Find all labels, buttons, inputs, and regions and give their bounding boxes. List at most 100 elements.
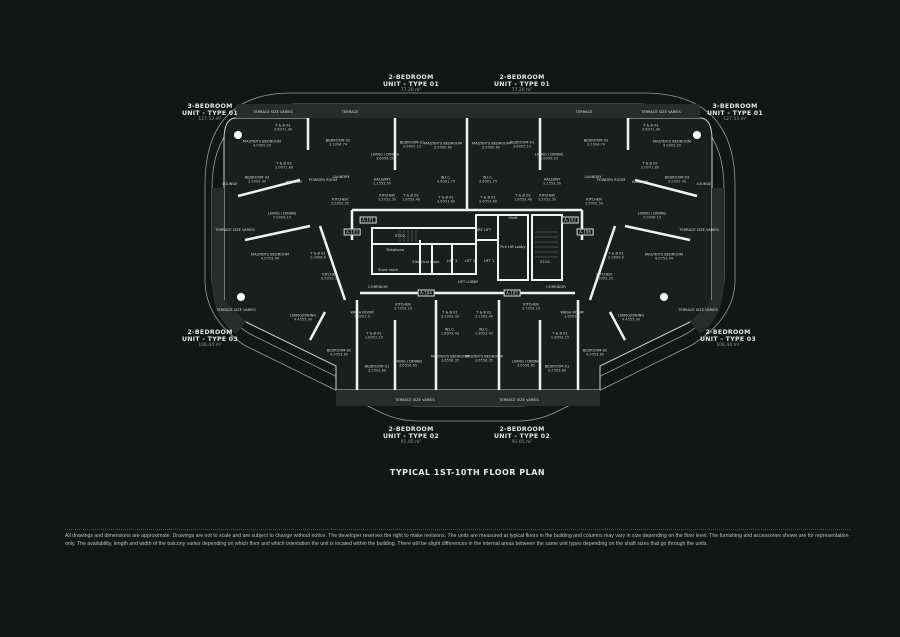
room-label: TERRACE SIZE VARIES	[395, 398, 435, 402]
room-label: TERRACE	[576, 110, 593, 114]
unit-type: 2-BEDROOM	[388, 426, 434, 433]
room-label: TERRACE SIZE VARIES	[216, 308, 256, 312]
room-name: HALLWAY	[631, 179, 649, 184]
room-name: TERRACE SIZE VARIES	[678, 307, 718, 312]
unit-type: 3-BEDROOM	[712, 103, 758, 110]
room-name: MASTER'S BEDROOM	[243, 139, 281, 144]
core-lift-lobby: LIFT LOBBY	[457, 279, 479, 284]
room-area: 3.5002.50	[584, 202, 604, 206]
room-area: 3.1094.74	[328, 143, 348, 147]
room-name: MASTER'S BEDROOM	[431, 354, 469, 359]
room-area: 1.1553.50	[372, 182, 392, 186]
room-name: T & B 01	[438, 195, 454, 200]
room-area: 3.2503.80	[367, 369, 387, 373]
room-name: WASH ROOM	[350, 310, 374, 315]
room-name: BEDROOM 02	[583, 138, 609, 143]
terrace-bands	[212, 104, 724, 406]
room-name: T & B 01	[608, 251, 624, 256]
core-electrical-room: Electrical room	[412, 259, 440, 264]
room-name: T & B 02	[515, 193, 531, 198]
room-name: LIVING / DINING	[393, 359, 423, 364]
unit-subtype: UNIT - TYPE 03	[181, 336, 239, 344]
room-area: 3.6071.90	[273, 128, 293, 132]
core-lift-2: LIFT 2	[464, 258, 476, 263]
room-name: BEDROOM 01	[364, 364, 390, 369]
room-label: LAUNDRY	[584, 175, 601, 179]
room-area: 3.6005.15	[512, 145, 532, 149]
room-label: HALLWAY	[286, 180, 303, 184]
core-fire-lift-lobby: Fire Lift Lobby	[500, 244, 526, 249]
room-area: 1.8053.43	[440, 332, 460, 336]
unit-area: 91.05 m²	[511, 440, 533, 446]
room-label: TERRACE SIZE VARIES	[679, 228, 719, 232]
room-name: TERRACE SIZE VARIES	[499, 397, 539, 402]
room-name: W.I.C.	[478, 327, 490, 332]
room-name: POWDER ROOM	[596, 177, 626, 182]
room-name: T & B 02	[403, 193, 419, 198]
room-label: CORRIDOR	[546, 285, 566, 289]
unit-tag: A-105	[503, 289, 521, 297]
room-name: TERRACE SIZE VARIES	[253, 109, 293, 114]
room-name: MASTER'S BEDROOM	[465, 354, 503, 359]
room-area: 2.0071.80	[640, 166, 660, 170]
room-area: 1.1553.50	[542, 182, 562, 186]
room-name: LIVING / DINING	[267, 211, 297, 216]
room-name: LIVING/DINING	[289, 313, 317, 318]
room-name: BEDROOM 02	[582, 348, 608, 353]
room-area: 4.0005.20	[252, 144, 272, 148]
core-lift-1: LIFT 1	[483, 258, 495, 263]
room-area: 1.8053.40	[401, 198, 421, 202]
room-name: TERRACE SIZE VARIES	[215, 227, 255, 232]
unit-label-2br-type03-left: 2-BEDROOM UNIT - TYPE 03 106.44 m²	[182, 329, 238, 348]
room-label: TERRACE SIZE VARIES	[678, 308, 718, 312]
room-label: TERRACE SIZE VARIES	[499, 398, 539, 402]
unit-tag: A-104	[417, 289, 435, 297]
room-label: W.I.C.3.6301.75	[479, 176, 497, 185]
unit-subtype: UNIT - TYPE 02	[493, 433, 551, 441]
core-telephone: Telephone	[385, 247, 405, 252]
room-area: 4.0753.44	[260, 257, 280, 261]
room-name: BEDROOM 03	[244, 175, 270, 180]
room-name: LAUNDRY	[584, 174, 602, 179]
room-area: 3.2052.50	[377, 198, 397, 202]
room-area: 3.7052.20	[393, 307, 413, 311]
room-area: 3.6005.15	[402, 145, 422, 149]
room-name: LIVING / DINING	[370, 152, 400, 157]
room-area: 4.0053.80	[585, 353, 605, 357]
room-label: TERRACE	[342, 110, 359, 114]
room-area: 3.6301.75	[478, 180, 498, 184]
room-area: 2.0006.0	[607, 256, 625, 260]
unit-subtype: UNIT - TYPE 03	[699, 336, 757, 344]
room-label: TERRACE SIZE VARIES	[215, 228, 255, 232]
room-name: MASTER'S BEDROOM	[424, 141, 462, 146]
room-name: BEDROOM 03	[664, 175, 690, 180]
room-area: 1.6003.0	[353, 315, 371, 319]
room-area: 4.0053.80	[329, 353, 349, 357]
unit-subtype: UNIT - TYPE 01	[706, 110, 764, 118]
room-area: 1.6003.0	[563, 315, 581, 319]
room-area: 4.4555.00	[621, 318, 641, 322]
disclaimer-text: All drawings and dimensions are approxim…	[65, 533, 849, 547]
unit-label-2br-type02-right: 2-BEDROOM UNIT - TYPE 02 91.05 m²	[494, 426, 550, 445]
room-name: T & B 01	[275, 123, 291, 128]
